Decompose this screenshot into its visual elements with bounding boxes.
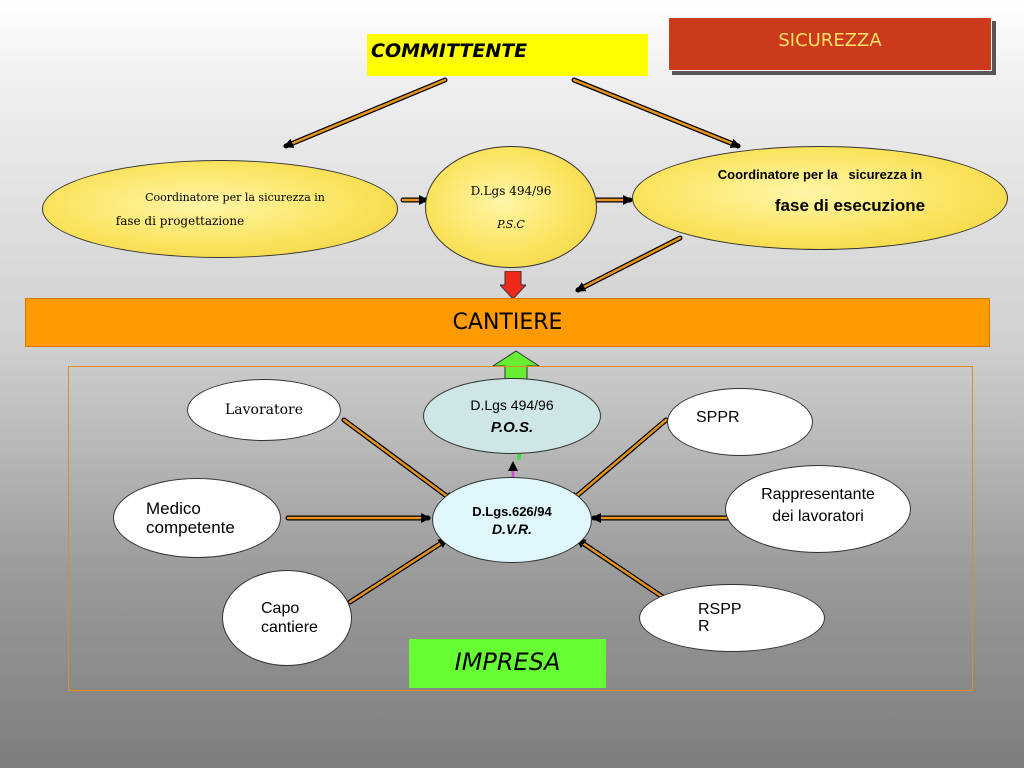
capo-line2: cantiere xyxy=(261,619,318,636)
psc-node: D.Lgs 494/96 P.S.C xyxy=(425,146,597,268)
rappresentante-line1: Rappresentante xyxy=(761,486,875,503)
coordinatore-progettazione-line1: Coordinatore per la sicurezza in xyxy=(145,190,325,204)
committente-box: COMMITTENTE xyxy=(367,34,648,76)
coordinatore-esecuzione-line1: Coordinatore per la sicurezza in xyxy=(717,166,923,182)
medico-line1: Medico xyxy=(146,499,201,518)
rappresentante-line2: dei lavoratori xyxy=(772,508,864,525)
sppr-node: SPPR xyxy=(667,388,813,456)
rspp-node: RSPP R xyxy=(639,584,825,652)
impresa-label: IMPRESA xyxy=(409,639,606,688)
impresa-frame xyxy=(68,366,973,691)
arrow-esecuzione-cantiere xyxy=(575,235,683,293)
capo-line1: Capo xyxy=(261,600,300,617)
psc-line2: P.S.C xyxy=(497,217,525,231)
rspp-line1: RSPP xyxy=(698,601,742,618)
coordinatore-progettazione-line2: fase di progettazione xyxy=(115,213,245,228)
capo-node: Capo cantiere xyxy=(222,570,352,666)
rspp-line2: R xyxy=(698,618,710,635)
dvr-line2: D.V.R. xyxy=(492,520,532,537)
coordinatore-esecuzione-line2: fase di esecuzione xyxy=(774,195,926,215)
dvr-node: D.Lgs.626/94 D.V.R. xyxy=(432,477,592,563)
sicurezza-badge: SICUREZZA xyxy=(668,17,992,71)
psc-line1: D.Lgs 494/96 xyxy=(470,183,552,198)
arrow-committente-esecuzione xyxy=(571,77,741,149)
lavoratore-node: Lavoratore xyxy=(187,379,341,441)
pos-line1: D.Lgs 494/96 xyxy=(470,396,554,413)
pos-line2: P.O.S. xyxy=(490,418,534,436)
pos-node: D.Lgs 494/96 P.O.S. xyxy=(423,378,601,454)
red-down-arrow-icon xyxy=(500,271,526,299)
medico-line2: competente xyxy=(146,518,235,537)
coordinatore-esecuzione-node: Coordinatore per la sicurezza in fase di… xyxy=(632,146,1008,250)
medico-node: Medico competente xyxy=(113,478,281,558)
dvr-line1: D.Lgs.626/94 xyxy=(472,503,552,519)
rappresentante-node: Rappresentante dei lavoratori xyxy=(725,465,911,553)
cantiere-bar: CANTIERE xyxy=(25,298,990,347)
arrow-committente-progettazione xyxy=(283,77,448,149)
coordinatore-progettazione-node: Coordinatore per la sicurezza in fase di… xyxy=(42,160,398,258)
